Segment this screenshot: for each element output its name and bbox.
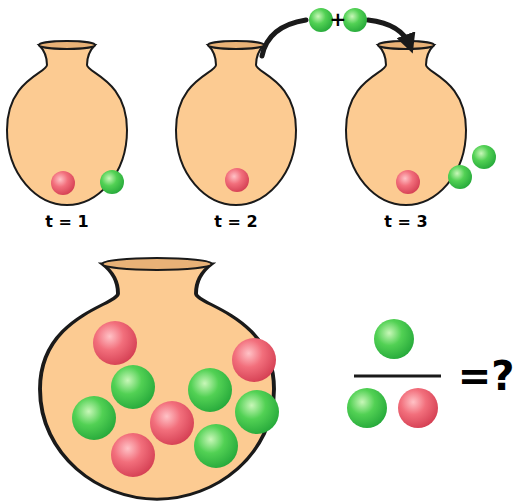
red-ball: [232, 338, 276, 382]
red-ball: [396, 170, 420, 194]
question-mark: =?: [458, 356, 515, 396]
green-ball: [309, 8, 333, 32]
red-ball: [93, 321, 137, 365]
pot: [176, 41, 296, 205]
green-ball: [194, 424, 238, 468]
green-ball: [347, 388, 387, 428]
green-ball: [100, 170, 124, 194]
pot: [40, 258, 274, 499]
time-label: t = 3: [384, 214, 427, 230]
plus-sign: +: [330, 9, 347, 29]
green-ball: [235, 390, 279, 434]
time-label: t = 2: [214, 214, 257, 230]
red-ball: [225, 168, 249, 192]
pot: [7, 41, 127, 205]
green-ball: [343, 8, 367, 32]
green-ball: [448, 165, 472, 189]
red-ball: [398, 388, 438, 428]
curved-arrow: [368, 20, 410, 46]
red-ball: [150, 401, 194, 445]
fraction-bar: [354, 375, 441, 378]
red-ball: [51, 171, 75, 195]
time-label: t = 1: [45, 214, 88, 230]
red-ball: [111, 433, 155, 477]
green-ball: [472, 145, 496, 169]
curved-arrow: [262, 20, 306, 56]
green-ball: [72, 396, 116, 440]
pot: [346, 41, 466, 205]
green-ball: [188, 368, 232, 412]
green-ball: [111, 365, 155, 409]
green-ball: [374, 319, 414, 359]
